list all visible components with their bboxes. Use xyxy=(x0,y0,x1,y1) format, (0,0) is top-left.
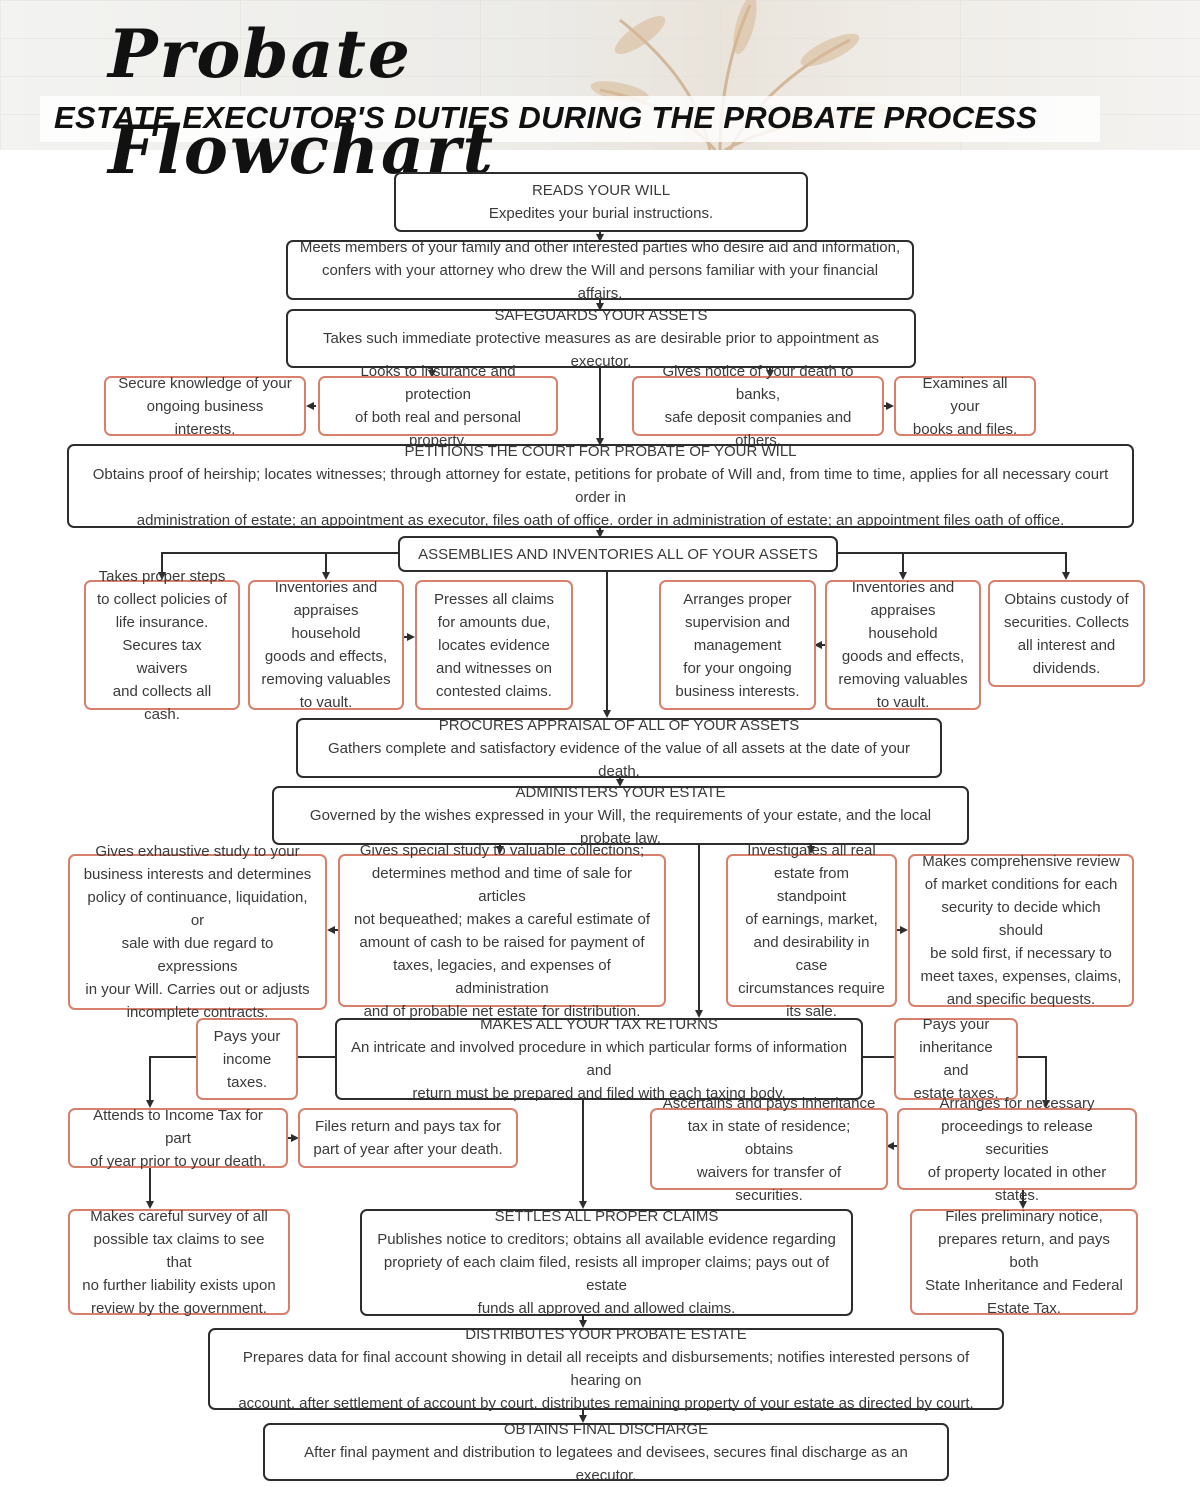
side-business-study: Gives exhaustive study to your business … xyxy=(68,843,327,1021)
side-text: Presses all claims for amounts due, loca… xyxy=(433,590,555,700)
step-heading: SETTLES ALL PROPER CLAIMS xyxy=(494,1208,719,1225)
step-text: Takes such immediate protective measures… xyxy=(322,330,880,370)
side-household-right: Inventories and appraises household good… xyxy=(825,579,981,711)
side-text: Examines all your books and files. xyxy=(912,374,1018,438)
step-procures-appraisal: PROCURES APPRAISAL OF ALL OF YOUR ASSETS… xyxy=(296,717,942,780)
side-income-taxes: Pays your income taxes. xyxy=(196,1018,298,1100)
side-text: Gives special study to valuable collecti… xyxy=(353,841,650,1020)
step-text: Expedites your burial instructions. xyxy=(488,205,714,222)
side-text: Looks to insurance and protection of bot… xyxy=(355,363,521,449)
side-files-return: Files return and pays tax for part of ye… xyxy=(298,1108,518,1168)
side-text: Gives notice of your death to banks, saf… xyxy=(662,363,854,449)
side-text: Ascertains and pays inheritance tax in s… xyxy=(662,1094,876,1204)
page-subtitle: ESTATE EXECUTOR'S DUTIES DURING THE PROB… xyxy=(54,100,1038,135)
side-text: Takes proper steps to collect policies o… xyxy=(96,567,228,723)
side-text: Makes comprehensive review of market con… xyxy=(920,853,1122,1008)
side-text: Obtains custody of securities. Collects … xyxy=(1003,590,1130,677)
side-text: Files preliminary notice, prepares retur… xyxy=(925,1207,1123,1317)
step-settles-claims: SETTLES ALL PROPER CLAIMS Publishes noti… xyxy=(360,1208,853,1317)
side-examines-books: Examines all your books and files. xyxy=(894,375,1036,438)
step-heading: PETITIONS THE COURT FOR PROBATE OF YOUR … xyxy=(404,443,797,460)
step-heading: ASSEMBLIES AND INVENTORIES ALL OF YOUR A… xyxy=(418,545,818,563)
step-assembles-inventories: ASSEMBLIES AND INVENTORIES ALL OF YOUR A… xyxy=(398,536,838,572)
step-heading: READS YOUR WILL xyxy=(531,182,671,199)
side-preliminary-notice: Files preliminary notice, prepares retur… xyxy=(910,1208,1138,1317)
step-text: An intricate and involved procedure in w… xyxy=(350,1039,848,1102)
side-text: Secure knowledge of your ongoing busines… xyxy=(118,374,292,438)
step-text: Publishes notice to creditors; obtains a… xyxy=(377,1231,836,1317)
side-text: Inventories and appraises household good… xyxy=(838,579,968,711)
page-title: Probate Flowchart xyxy=(108,15,495,189)
side-life-insurance: Takes proper steps to collect policies o… xyxy=(84,568,240,723)
step-text: Obtains proof of heirship; locates witne… xyxy=(92,466,1109,529)
side-text: Attends to Income Tax for part of year p… xyxy=(90,1106,266,1170)
step-text: Gathers complete and satisfactory eviden… xyxy=(328,739,910,780)
side-supervision: Arranges proper supervision and manageme… xyxy=(659,580,816,710)
step-reads-will: READS YOUR WILL Expedites your burial in… xyxy=(394,172,808,232)
step-petitions-court: PETITIONS THE COURT FOR PROBATE OF YOUR … xyxy=(67,443,1134,529)
side-text: Makes careful survey of all possible tax… xyxy=(82,1207,276,1317)
step-heading: OBTAINS FINAL DISCHARGE xyxy=(503,1420,709,1438)
step-heading: ADMINISTERS YOUR ESTATE xyxy=(515,784,726,801)
side-securities-custody: Obtains custody of securities. Collects … xyxy=(988,580,1145,687)
side-text: Investigates all real estate from standp… xyxy=(738,841,885,1020)
side-collections-study: Gives special study to valuable collecti… xyxy=(338,842,666,1020)
step-heading: MAKES ALL YOUR TAX RETURNS xyxy=(480,1016,718,1033)
side-market-review: Makes comprehensive review of market con… xyxy=(908,853,1134,1008)
side-survey-claims: Makes careful survey of all possible tax… xyxy=(68,1208,290,1317)
side-release-securities: Arranges for necessary proceedings to re… xyxy=(897,1095,1137,1204)
side-income-tax-prior: Attends to Income Tax for part of year p… xyxy=(68,1107,288,1170)
step-text: Meets members of your family and other i… xyxy=(299,238,901,302)
step-heading: DISTRIBUTES YOUR PROBATE ESTATE xyxy=(465,1326,747,1343)
arrow-to-securities-custody xyxy=(838,552,1070,580)
step-administers-estate: ADMINISTERS YOUR ESTATE Governed by the … xyxy=(272,784,969,847)
step-safeguards-assets: SAFEGUARDS YOUR ASSETS Takes such immedi… xyxy=(286,307,916,370)
side-presses-claims: Presses all claims for amounts due, loca… xyxy=(415,580,573,710)
step-heading: PROCURES APPRAISAL OF ALL OF YOUR ASSETS xyxy=(438,716,800,734)
side-notice-banks: Gives notice of your death to banks, saf… xyxy=(632,363,884,449)
step-meets-family: Meets members of your family and other i… xyxy=(286,239,914,302)
arrow-to-life-insurance xyxy=(158,552,398,580)
side-inheritance-residence: Ascertains and pays inheritance tax in s… xyxy=(650,1095,888,1204)
side-text: Files return and pays tax for part of ye… xyxy=(313,1118,503,1158)
step-heading: SAFEGUARDS YOUR ASSETS xyxy=(494,307,708,324)
step-distributes-estate: DISTRIBUTES YOUR PROBATE ESTATE Prepares… xyxy=(208,1326,1004,1412)
step-text: Prepares data for final account showing … xyxy=(238,1349,974,1412)
step-text: After final payment and distribution to … xyxy=(304,1443,908,1484)
side-text: Arranges for necessary proceedings to re… xyxy=(927,1094,1107,1204)
side-text: Gives exhaustive study to your business … xyxy=(83,843,312,1021)
step-text: Governed by the wishes expressed in your… xyxy=(309,807,932,847)
step-final-discharge: OBTAINS FINAL DISCHARGE After final paym… xyxy=(263,1421,949,1484)
side-inheritance-taxes: Pays your inheritance and estate taxes. xyxy=(894,1016,1018,1102)
subtitle-band xyxy=(40,96,1100,142)
side-text: Pays your inheritance and estate taxes. xyxy=(913,1016,999,1102)
side-text: Inventories and appraises household good… xyxy=(261,579,391,711)
side-business-knowledge: Secure knowledge of your ongoing busines… xyxy=(104,375,306,438)
side-real-estate: Investigates all real estate from standp… xyxy=(726,842,897,1020)
side-text: Arranges proper supervision and manageme… xyxy=(675,590,800,700)
side-text: Pays your income taxes. xyxy=(213,1027,281,1091)
side-household-left: Inventories and appraises household good… xyxy=(248,579,404,711)
side-insurance-protection: Looks to insurance and protection of bot… xyxy=(318,363,558,449)
step-tax-returns: MAKES ALL YOUR TAX RETURNS An intricate … xyxy=(335,1016,863,1102)
